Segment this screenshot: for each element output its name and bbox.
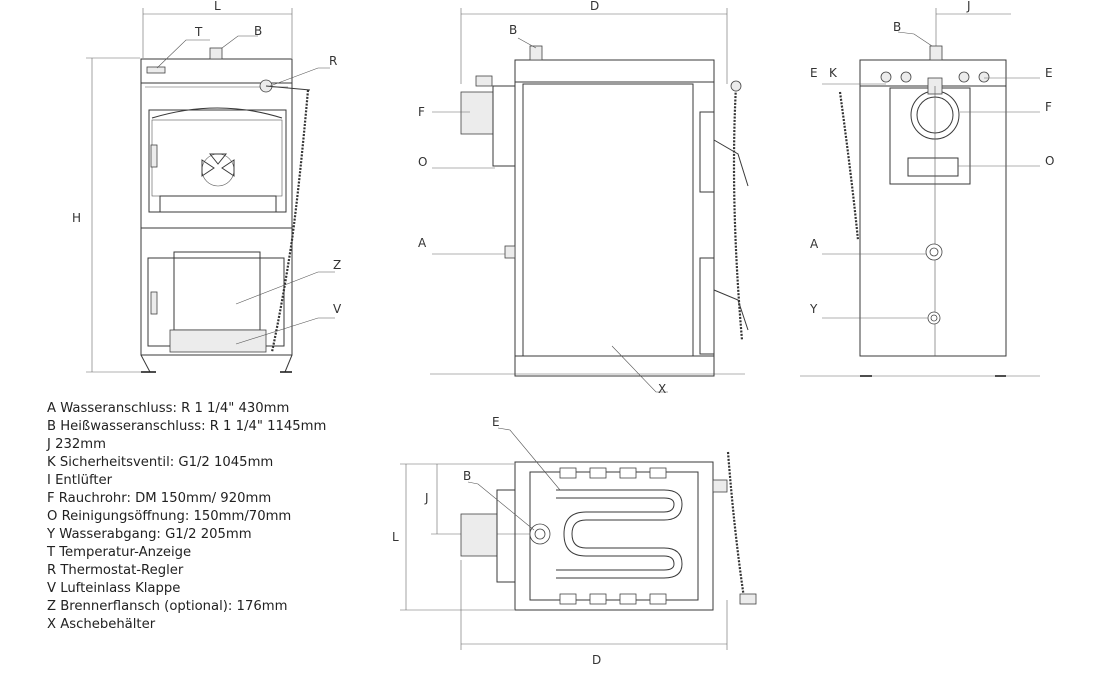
rear-label-k: K: [829, 66, 838, 80]
rear-label-e1: E: [810, 66, 818, 80]
front-label-v: V: [333, 302, 342, 316]
top-view: L J D E B: [392, 415, 757, 667]
rear-label-b: B: [893, 20, 901, 34]
front-label-z: Z: [333, 258, 341, 272]
side-label-b: B: [509, 23, 517, 37]
legend-item-f: F Rauchrohr: DM 150mm/ 920mm: [47, 491, 272, 506]
top-dim-l: L: [392, 530, 399, 544]
legend-item-o: O Reinigungsöffnung: 150mm/70mm: [47, 509, 292, 524]
legend: A Wasseranschluss: R 1 1/4" 430mm B Heiß…: [47, 400, 326, 634]
top-dim-j: J: [424, 491, 429, 505]
legend-item-b: B Heißwasseranschluss: R 1 1/4" 1145mm: [47, 419, 327, 434]
side-view: D B F O A X: [418, 0, 749, 396]
legend-item-r: R Thermostat-Regler: [47, 563, 184, 578]
legend-item-x: X Aschebehälter: [47, 617, 156, 632]
top-dim-d: D: [592, 653, 601, 667]
legend-item-a: A Wasseranschluss: R 1 1/4" 430mm: [47, 401, 290, 416]
side-label-a: A: [418, 236, 427, 250]
legend-item-v: V Lufteinlass Klappe: [47, 581, 181, 596]
front-view: L H: [72, 0, 342, 373]
rear-label-a: A: [810, 237, 819, 251]
side-label-o: O: [418, 155, 427, 169]
legend-item-t: T Temperatur-Anzeige: [47, 545, 192, 560]
rear-label-o: O: [1045, 154, 1054, 168]
legend-item-z: Z Brennerflansch (optional): 176mm: [47, 599, 288, 614]
side-dim-d: D: [590, 0, 599, 13]
top-label-e: E: [492, 415, 500, 429]
side-label-x: X: [658, 382, 666, 396]
legend-item-y: Y Wasserabgang: G1/2 205mm: [47, 527, 252, 542]
legend-item-k: K Sicherheitsventil: G1/2 1045mm: [47, 455, 274, 470]
rear-view: J B E: [800, 0, 1054, 377]
front-dim-h: H: [72, 211, 81, 225]
side-label-f: F: [418, 105, 425, 119]
legend-item-j: J 232mm: [47, 437, 106, 452]
rear-label-f: F: [1045, 100, 1052, 114]
rear-label-e2: E: [1045, 66, 1053, 80]
top-label-b: B: [463, 469, 471, 483]
front-label-t: T: [194, 25, 203, 39]
rear-dim-j: J: [966, 0, 971, 13]
front-label-r: R: [329, 54, 337, 68]
legend-item-i: I Entlüfter: [47, 473, 113, 488]
front-label-b: B: [254, 24, 262, 38]
rear-label-y: Y: [809, 302, 818, 316]
front-dim-l: L: [214, 0, 221, 13]
